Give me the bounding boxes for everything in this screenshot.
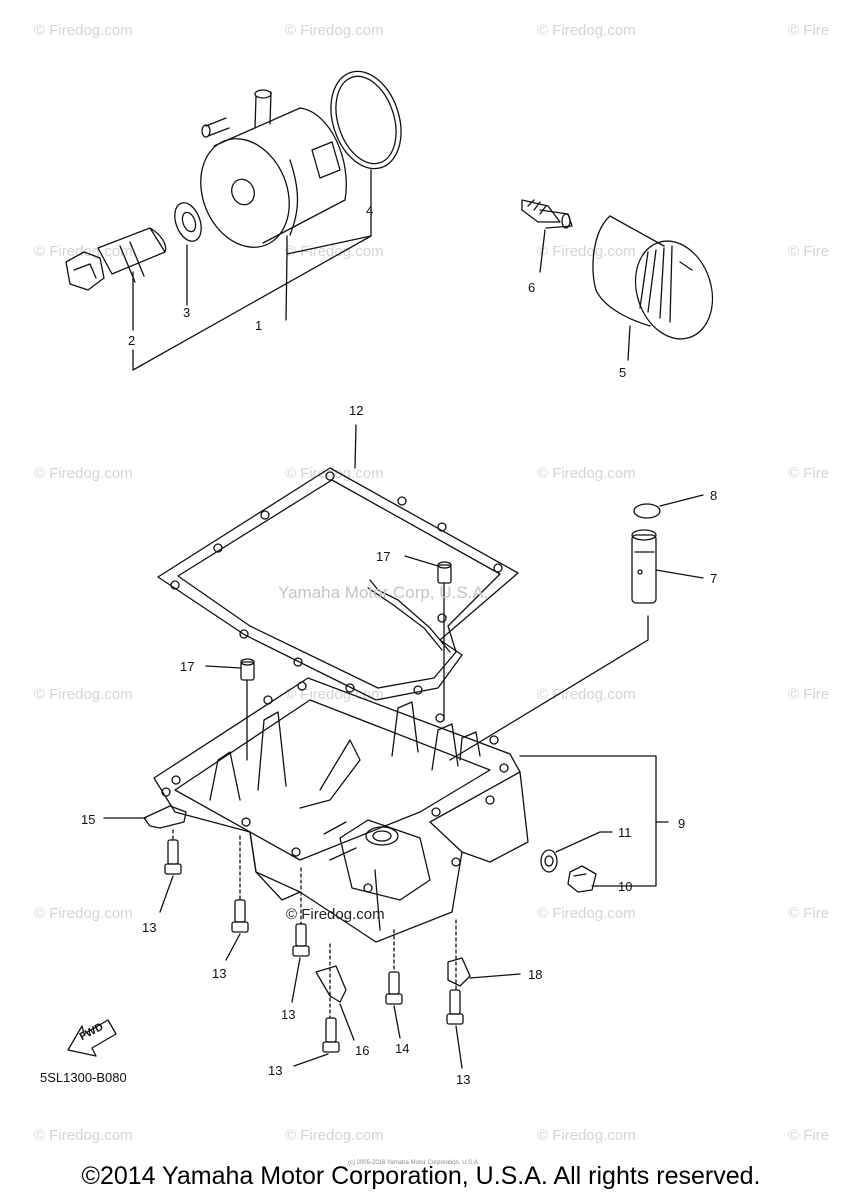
- callout-13: 13: [456, 1072, 471, 1087]
- gasket-11: [540, 849, 558, 873]
- watermark: © Firedog.com: [34, 22, 133, 39]
- callout-6: 6: [528, 280, 536, 295]
- watermark: © Firedog.com: [285, 465, 384, 482]
- watermark: © Fire: [788, 465, 830, 482]
- bolt-13c: [292, 923, 310, 957]
- o-ring-8: [633, 503, 661, 519]
- drain-bolt-10: [567, 865, 597, 893]
- watermark: © Fire: [788, 905, 830, 922]
- bolt-14: [385, 971, 403, 1005]
- watermark: © Firedog.com: [34, 243, 133, 260]
- callout-17: 17: [180, 659, 195, 674]
- bolt-13b: [231, 899, 249, 933]
- copyright-notice: ©2014 Yamaha Motor Corporation, U.S.A. A…: [81, 1162, 761, 1190]
- callout-13: 13: [281, 1007, 296, 1022]
- watermark: © Firedog.com: [537, 22, 636, 39]
- callout-7: 7: [710, 571, 718, 586]
- center-watermark: Yamaha Motor Corp, U.S.A.: [278, 583, 489, 602]
- washer-3: [174, 202, 202, 242]
- watermark: © Fire: [788, 686, 830, 703]
- callout-8: 8: [710, 488, 718, 503]
- watermark: © Firedog.com: [34, 905, 133, 922]
- oil-filter-5: [592, 215, 714, 340]
- callout-14: 14: [395, 1041, 410, 1056]
- watermark: © Firedog.com: [537, 905, 636, 922]
- watermark: © Firedog.com: [537, 1127, 636, 1144]
- union-bolt-2: [65, 227, 167, 291]
- union-bolt-6: [521, 199, 573, 229]
- watermark: © Firedog.com: [34, 1127, 133, 1144]
- callout-10: 10: [618, 879, 633, 894]
- callout-18: 18: [528, 967, 543, 982]
- o-ring-4: [330, 70, 402, 170]
- callout-17: 17: [376, 549, 391, 564]
- watermark: © Firedog.com: [285, 1127, 384, 1144]
- gasket-12: [157, 467, 519, 701]
- oil-pipe-7: [631, 529, 657, 604]
- watermark: © Firedog.com: [285, 22, 384, 39]
- callout-1: 1: [255, 318, 263, 333]
- callout-13: 13: [142, 920, 157, 935]
- center-firedog-watermark: © Firedog.com: [286, 906, 385, 923]
- callout-13: 13: [268, 1063, 283, 1078]
- watermark: © Fire: [788, 243, 830, 260]
- bolt-13d: [322, 1017, 340, 1053]
- oil-pan-9: [153, 677, 529, 943]
- watermark: © Firedog.com: [285, 243, 384, 260]
- bracket-18: [447, 957, 471, 987]
- callout-9: 9: [678, 816, 686, 831]
- fwd-arrow-icon: [67, 1019, 117, 1057]
- small-copyright: (c) 2005-2016 Yamaha Motor Corporation, …: [348, 1160, 480, 1166]
- callout-2: 2: [128, 333, 136, 348]
- bolt-13e: [446, 989, 464, 1025]
- bracket-16: [315, 965, 347, 1003]
- watermark: © Firedog.com: [537, 243, 636, 260]
- callout-11: 11: [618, 825, 632, 840]
- watermark: © Fire: [788, 22, 830, 39]
- callout-16: 16: [355, 1043, 370, 1058]
- callout-4: 4: [366, 203, 374, 218]
- oil-cooler: [200, 89, 347, 248]
- watermark: © Firedog.com: [34, 465, 133, 482]
- callout-13: 13: [212, 966, 227, 981]
- dowel-17b: [240, 658, 255, 681]
- watermark: © Firedog.com: [537, 465, 636, 482]
- watermark: © Firedog.com: [34, 686, 133, 703]
- bolt-13a: [164, 839, 182, 875]
- dowel-17a: [437, 561, 452, 584]
- diagram-code: 5SL1300-B080: [40, 1070, 127, 1085]
- callout-12: 12: [349, 403, 364, 418]
- watermark: © Firedog.com: [537, 686, 636, 703]
- callout-15: 15: [81, 812, 96, 827]
- watermark: © Firedog.com: [285, 686, 384, 703]
- callout-5: 5: [619, 365, 627, 380]
- bracket-15: [143, 805, 187, 829]
- callout-3: 3: [183, 305, 191, 320]
- watermark: © Fire: [788, 1127, 830, 1144]
